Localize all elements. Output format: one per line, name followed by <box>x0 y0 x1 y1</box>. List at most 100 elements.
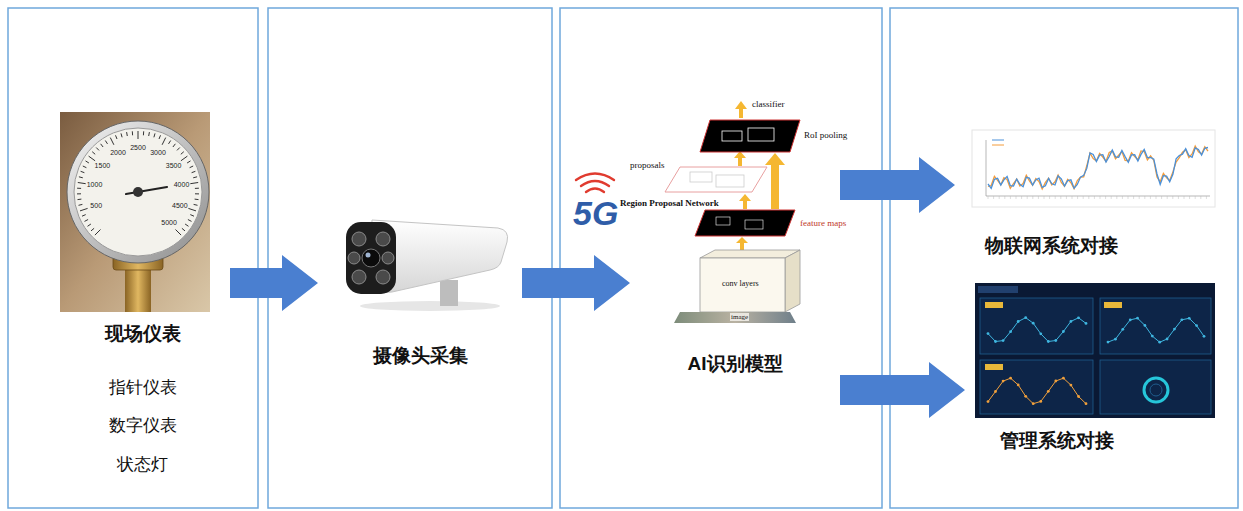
gauge-tick <box>105 141 107 144</box>
layer-label: feature maps <box>800 218 846 228</box>
gauge-tick <box>188 220 192 222</box>
iot-chart-part <box>986 196 1210 197</box>
network-diagram-part <box>665 167 767 192</box>
chart-tick <box>1144 196 1145 199</box>
gauge-photo-part <box>67 121 209 263</box>
panel-frames <box>8 8 1238 508</box>
gauge-tick <box>185 224 188 226</box>
dashboard-screen-part-part <box>1100 298 1211 354</box>
chart-tick <box>1133 196 1134 199</box>
panel-frames-part <box>560 8 882 508</box>
layer-label: classifier <box>752 99 784 109</box>
dial-number: 1000 <box>87 181 103 189</box>
gauge-tick <box>86 161 89 163</box>
dash-line <box>1108 318 1204 342</box>
network-diagram-part <box>745 220 763 229</box>
network-diagram-part <box>674 312 796 323</box>
gauge-tick <box>169 141 171 144</box>
gauge-tick <box>132 131 133 135</box>
gauge-tick <box>96 148 99 151</box>
camera-picture-part <box>352 232 366 246</box>
gauge-photo-part <box>77 131 199 235</box>
gauge-tick <box>79 177 83 178</box>
chart-line <box>988 148 1208 189</box>
node-item: 状态灯 <box>55 455 230 475</box>
dial-number: 4500 <box>172 202 188 210</box>
panel-frames-part <box>890 8 1238 508</box>
chart-tick <box>1049 196 1050 199</box>
node-title: AI识别模型 <box>630 353 840 376</box>
chart-tick <box>1044 196 1045 199</box>
camera-picture-part <box>382 252 394 264</box>
chart-tick <box>1038 196 1039 199</box>
dashboard-screen-part <box>1144 378 1168 402</box>
chart-tick <box>1139 196 1140 199</box>
network-diagram-part-part <box>743 200 747 209</box>
chart-tick <box>1189 196 1190 199</box>
dashboard-screen-part-part <box>980 298 1093 354</box>
camera-picture-part <box>376 232 390 246</box>
gauge-tick <box>138 131 139 139</box>
node-group: 物联网系统对接 <box>955 125 1220 265</box>
chart-tick <box>988 196 989 199</box>
chart-tick <box>1055 196 1056 199</box>
gauge-tick <box>162 138 166 145</box>
node-title: 物联网系统对接 <box>985 235 1118 258</box>
gauge-tick <box>77 188 81 189</box>
gauge-tick <box>154 133 155 137</box>
chart-tick <box>1060 196 1061 199</box>
chart-tick <box>1021 196 1022 199</box>
gauge-tick <box>143 131 144 135</box>
dashboard-screen-part <box>980 298 1211 414</box>
chart-tick <box>1172 196 1173 199</box>
dial-number: 4000 <box>174 181 190 189</box>
dashboard-screen-part-part <box>985 364 1003 370</box>
network-diagram-part <box>695 210 795 236</box>
gauge-tick <box>83 166 87 168</box>
gauge-tick <box>101 144 104 147</box>
dashboard-screen-part <box>978 286 1018 293</box>
camera-picture-part <box>360 301 500 311</box>
dash-line <box>988 318 1086 342</box>
node-group: 摄像头采集 <box>318 205 522 375</box>
dashboard-screen-part <box>985 302 1122 370</box>
chart-tick <box>1206 196 1207 199</box>
chart-tick <box>1167 196 1168 199</box>
chart-tick <box>1004 196 1005 199</box>
dashboard-screen-part-part <box>1100 360 1211 414</box>
chart-line <box>988 146 1208 189</box>
camera-picture-part <box>440 280 458 306</box>
network-diagram-part-part <box>771 163 779 209</box>
block-arrow <box>230 255 318 311</box>
dashboard-screen-part <box>1150 384 1162 396</box>
camera-picture <box>346 220 508 311</box>
node-title: 摄像头采集 <box>318 345 522 368</box>
gauge-photo <box>60 112 210 312</box>
gauge-tick <box>126 132 128 136</box>
network-diagram-part <box>722 131 742 141</box>
wifi-icon-part <box>576 174 614 181</box>
chart-tick <box>999 196 1000 199</box>
camera-picture-part <box>376 270 390 284</box>
gauge-tick <box>80 208 88 211</box>
camera-picture-part <box>352 270 366 284</box>
gauge-tick <box>190 166 194 168</box>
network-diagram-part <box>700 258 785 312</box>
gauge-tick <box>121 133 122 137</box>
chart-tick <box>1200 196 1201 199</box>
gauge-tick <box>92 152 95 155</box>
dial-number: 500 <box>90 202 102 210</box>
gauge-tick <box>78 183 86 184</box>
node-group: 管理系统对接 <box>965 280 1220 460</box>
gauge-tick <box>177 148 180 151</box>
chart-tick <box>1088 196 1089 199</box>
chart-tick <box>1066 196 1067 199</box>
gauge-tick <box>182 228 185 231</box>
layer-label: Region Proposal Network <box>620 198 719 208</box>
wifi-icon <box>576 174 614 193</box>
dial-number: 2500 <box>130 144 146 152</box>
network-diagram-part <box>716 217 730 225</box>
network-diagram-part-part <box>740 242 744 250</box>
iot-chart <box>972 130 1215 207</box>
